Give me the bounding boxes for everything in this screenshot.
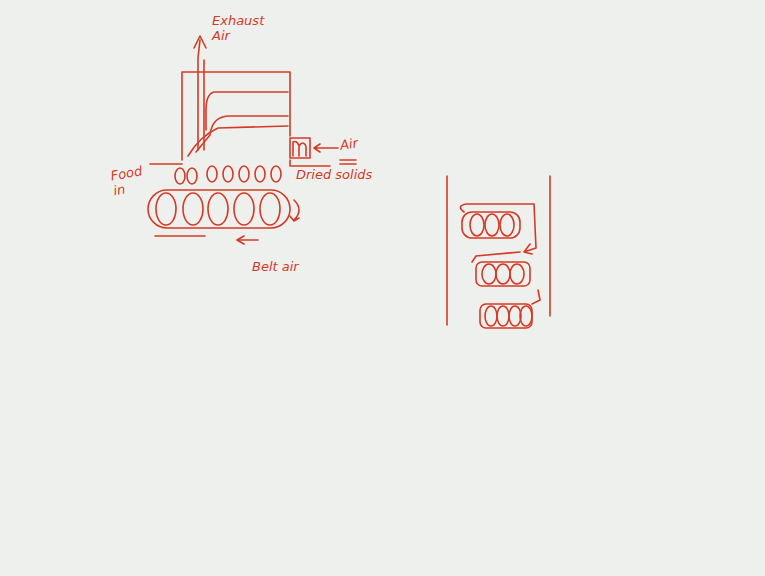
conveyor-belt xyxy=(476,262,530,286)
label-air: Air xyxy=(339,133,381,153)
label-food-in: Food in xyxy=(110,163,155,199)
dryer-wall xyxy=(446,176,448,325)
label-belt: Belt air xyxy=(252,260,342,275)
chamber-inlet-line xyxy=(150,163,182,165)
belt-rollers xyxy=(470,214,514,236)
belt-rollers xyxy=(156,193,280,225)
chamber-outlet-line xyxy=(290,160,330,166)
exhaust-chimney xyxy=(194,36,206,150)
belt-line xyxy=(155,235,205,237)
air-flow-line xyxy=(188,126,288,156)
conveyor-belt xyxy=(148,190,290,228)
conveyor-belt xyxy=(480,304,532,328)
air-inlet-arrow xyxy=(314,144,338,152)
product-flow-line xyxy=(460,204,536,254)
underline xyxy=(340,160,356,164)
label-exhaust: Exhaust Air xyxy=(212,14,274,44)
belt-direction-arrow xyxy=(290,200,299,221)
dryer-wall xyxy=(549,176,551,316)
food-pieces xyxy=(175,166,281,184)
label-dried-solids: Dried solids xyxy=(296,168,396,183)
conveyor-belt xyxy=(462,212,520,238)
fan-symbol xyxy=(293,142,306,157)
belt-rollers xyxy=(485,306,532,326)
fan-box xyxy=(290,138,310,158)
product-flow-line xyxy=(472,252,540,304)
belt-rollers xyxy=(482,264,524,284)
air-flow-line xyxy=(206,92,288,130)
air-flow-line xyxy=(196,116,288,152)
belt-direction-arrow xyxy=(237,236,258,244)
